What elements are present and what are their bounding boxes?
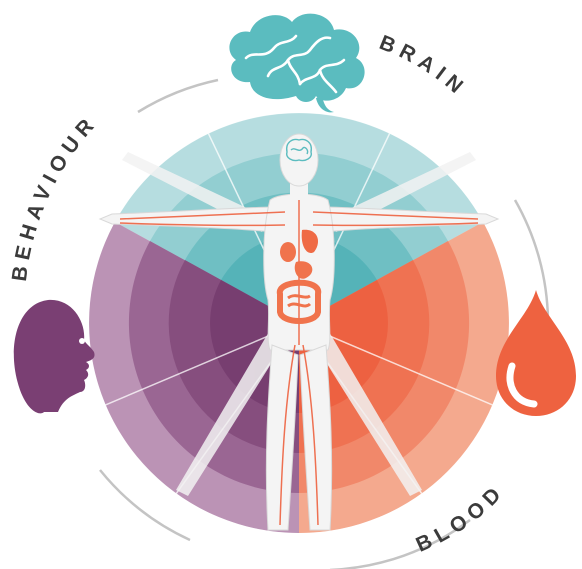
head-profile-icon [14,300,95,413]
blood-label: BLOOD [413,479,510,557]
brain-icon [229,14,364,113]
brain-label: BRAIN [376,31,471,102]
behaviour-label: BEHAVIOUR [8,110,102,282]
